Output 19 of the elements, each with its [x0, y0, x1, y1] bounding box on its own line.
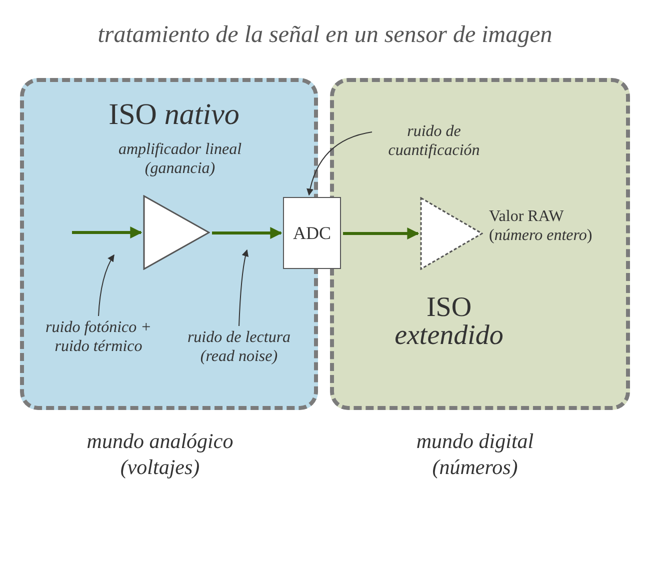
world-label: mundo analógico (voltajes) — [86, 428, 234, 480]
noise-note: ruido de lectura (read noise) — [172, 328, 306, 366]
panel-heading: ISO extendido — [394, 294, 504, 350]
dotted-triangle — [420, 197, 483, 270]
leader-line — [306, 132, 372, 196]
diagram-title: tratamiento de la señal en un sensor de imagen — [96, 22, 554, 49]
dashed-panel — [330, 78, 630, 410]
converter-box: ADC — [283, 197, 341, 269]
arrow — [212, 227, 282, 239]
leader-line — [238, 249, 249, 326]
leader-line — [98, 254, 114, 316]
panel-heading: ISO nativo — [108, 100, 240, 130]
noise-note: ruido fotónico + ruido térmico — [36, 318, 161, 356]
output-label: Valor RAW (número entero) — [489, 207, 594, 246]
noise-note: ruido de cuantificación — [374, 122, 494, 160]
amplifier-label: amplificador lineal (ganancia) — [117, 140, 243, 178]
arrow — [343, 228, 420, 240]
arrow — [72, 226, 142, 238]
world-label: mundo digital (números) — [415, 428, 535, 480]
